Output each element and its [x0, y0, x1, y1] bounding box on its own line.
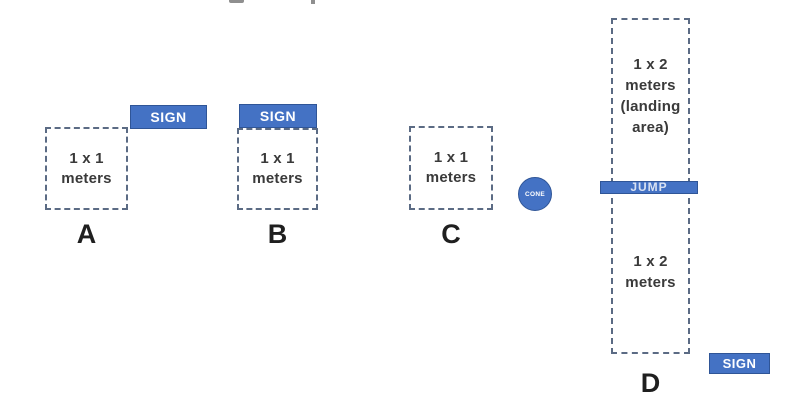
landing-line-4: area) [632, 119, 669, 136]
area-box-a: 1 x 1 meters [45, 127, 128, 210]
sign-a-label: SIGN [150, 109, 187, 125]
area-box-d-bottom-dimensions: 1 x 2 meters [611, 251, 690, 293]
area-box-a-dim-line1: 1 x 1 [69, 149, 104, 167]
cone-label: CONE [525, 190, 545, 198]
station-letter-d: D [640, 368, 661, 398]
landing-line-1: 1 x 2 [633, 56, 668, 73]
landing-line-2: meters [625, 77, 676, 94]
cropped-text-fragment [229, 0, 244, 3]
area-box-d-landing-dimensions: 1 x 2 meters (landing area) [611, 54, 690, 138]
area-box-b-dimensions: 1 x 1 meters [252, 149, 302, 189]
jump-bar: JUMP [600, 181, 698, 194]
landing-line-3: (landing [620, 98, 681, 115]
sign-d-label: SIGN [722, 356, 757, 371]
area-box-c-dimensions: 1 x 1 meters [426, 148, 476, 188]
sign-b: SIGN [239, 104, 317, 128]
area-box-c: 1 x 1 meters [409, 126, 493, 210]
area-box-b: 1 x 1 meters [237, 128, 318, 210]
bottom-dim-line2: meters [625, 274, 676, 291]
sign-b-label: SIGN [259, 108, 297, 124]
cropped-text-fragment [311, 0, 315, 4]
jump-label: JUMP [630, 180, 668, 194]
cone-marker: CONE [518, 177, 552, 211]
station-letter-b: B [267, 219, 288, 249]
station-letter-a: A [76, 219, 97, 249]
area-box-b-dim-line1: 1 x 1 [260, 150, 295, 167]
area-box-c-dim-line1: 1 x 1 [433, 149, 469, 166]
area-box-a-dimensions: 1 x 1 meters [61, 149, 111, 189]
station-letter-c: C [441, 219, 461, 249]
sign-d: SIGN [709, 353, 770, 374]
bottom-dim-line1: 1 x 2 [633, 253, 668, 270]
area-box-b-dim-line2: meters [252, 170, 303, 187]
sign-a: SIGN [130, 105, 207, 129]
area-box-a-dim-line2: meters [61, 169, 112, 187]
area-box-c-dim-line2: meters [425, 169, 477, 186]
